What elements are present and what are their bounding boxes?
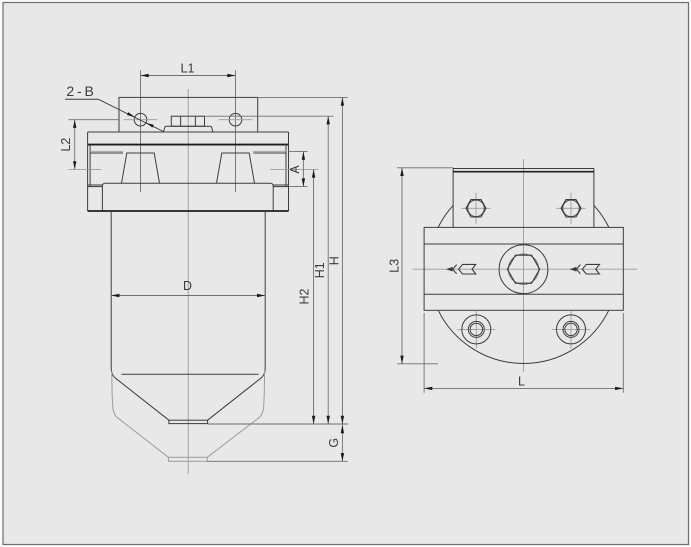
svg-text:D: D	[183, 279, 192, 293]
svg-text:H1: H1	[313, 262, 327, 278]
svg-text:H2: H2	[297, 288, 311, 304]
svg-text:H: H	[327, 256, 341, 265]
svg-text:L1: L1	[181, 61, 195, 75]
svg-text:L3: L3	[387, 259, 401, 273]
svg-text:L2: L2	[59, 138, 73, 152]
svg-text:A: A	[288, 165, 302, 174]
svg-text:L: L	[518, 374, 525, 388]
svg-text:G: G	[327, 438, 341, 448]
svg-text:2-B: 2-B	[66, 83, 96, 99]
